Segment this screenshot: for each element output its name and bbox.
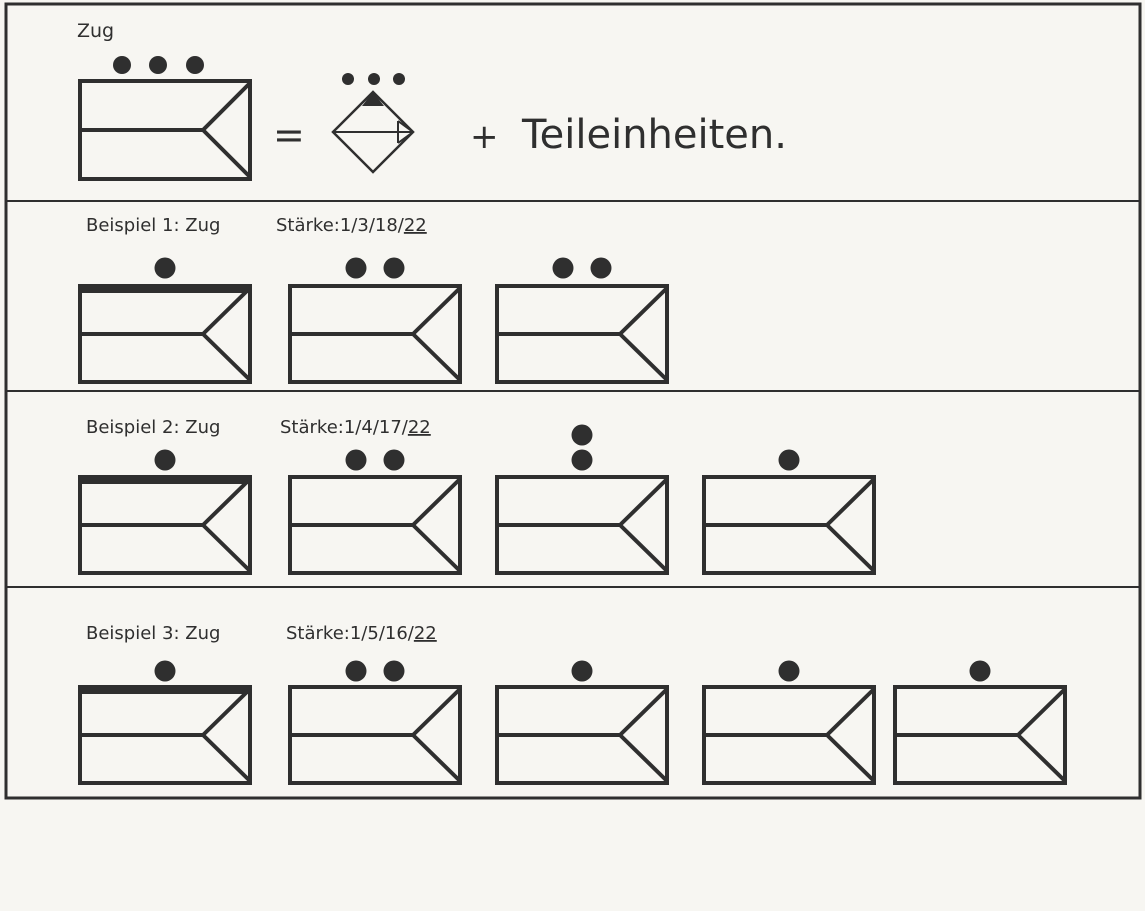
unit-list	[78, 424, 876, 575]
strength-dots	[345, 257, 405, 279]
unit-box	[288, 685, 462, 785]
strength-label: Stärke:1/5/16/22	[286, 623, 437, 644]
header-unit-symbol	[78, 79, 252, 181]
header-unit-dots	[113, 56, 204, 74]
dot	[571, 424, 593, 446]
strength-dots	[969, 660, 991, 682]
strength-label: Stärke:1/4/17/22	[280, 417, 431, 438]
unit-symbol	[78, 449, 252, 575]
dot	[571, 660, 593, 682]
diamond-symbol	[331, 73, 415, 174]
unit-symbol	[495, 257, 669, 384]
equals-sign: =	[273, 113, 305, 157]
strength-dots	[778, 660, 800, 682]
unit-symbol	[288, 449, 462, 575]
outer-border	[4, 2, 1142, 800]
diagram-frame	[4, 2, 1142, 800]
dot	[345, 257, 367, 279]
unit-box	[495, 284, 669, 384]
strength-dots	[571, 660, 593, 682]
dot	[778, 660, 800, 682]
unit-list	[78, 257, 669, 384]
plus-sign: +	[470, 117, 499, 157]
example-row-2: Beispiel 2: Zug Stärke:1/4/17/22	[78, 417, 876, 575]
strength-dots	[345, 660, 405, 682]
example-label: Beispiel 3: Zug	[86, 623, 220, 644]
leader-bar	[80, 284, 250, 293]
unit-symbol	[288, 257, 462, 384]
dot	[154, 449, 176, 471]
unit-box	[893, 685, 1067, 785]
example-row-1: Beispiel 1: Zug Stärke:1/3/18/22	[78, 215, 669, 384]
dot	[154, 257, 176, 279]
leader-bar	[80, 685, 250, 694]
unit-symbol	[702, 449, 876, 575]
unit-symbol	[893, 660, 1067, 785]
header-label: Zug	[77, 20, 114, 42]
strength-dots	[345, 449, 405, 471]
dot	[552, 257, 574, 279]
dot	[345, 660, 367, 682]
unit-symbol	[495, 660, 669, 785]
definition-row: Zug = + Teileinheiten.	[77, 20, 787, 181]
teileinheiten-label: Teileinheiten.	[521, 112, 787, 158]
strength-dots	[154, 660, 176, 682]
unit-list	[78, 660, 1067, 785]
unit-box	[78, 475, 252, 575]
strength-dots	[154, 449, 176, 471]
dot	[590, 257, 612, 279]
dot	[969, 660, 991, 682]
strength-dots	[154, 257, 176, 279]
dot	[383, 660, 405, 682]
strength-label: Stärke:1/3/18/22	[276, 215, 427, 236]
unit-symbol	[78, 660, 252, 785]
dot	[186, 56, 204, 74]
strength-dots	[571, 424, 593, 471]
unit-box	[78, 284, 252, 384]
unit-box	[495, 475, 669, 575]
dot	[778, 449, 800, 471]
dot	[113, 56, 131, 74]
unit-box	[495, 685, 669, 785]
strength-dots	[552, 257, 612, 279]
leader-bar	[80, 475, 250, 484]
dot	[571, 449, 593, 471]
strength-dots	[778, 449, 800, 471]
example-label: Beispiel 1: Zug	[86, 215, 220, 236]
dot	[149, 56, 167, 74]
unit-box	[288, 284, 462, 384]
dot	[345, 449, 367, 471]
unit-symbol	[78, 257, 252, 384]
unit-box	[702, 475, 876, 575]
dot	[383, 257, 405, 279]
unit-box	[702, 685, 876, 785]
dot	[383, 449, 405, 471]
unit-box	[78, 685, 252, 785]
unit-symbol	[288, 660, 462, 785]
example-row-3: Beispiel 3: Zug Stärke:1/5/16/22	[78, 623, 1067, 785]
unit-symbol	[702, 660, 876, 785]
unit-box	[288, 475, 462, 575]
dot	[154, 660, 176, 682]
example-label: Beispiel 2: Zug	[86, 417, 220, 438]
unit-symbol	[495, 424, 669, 575]
